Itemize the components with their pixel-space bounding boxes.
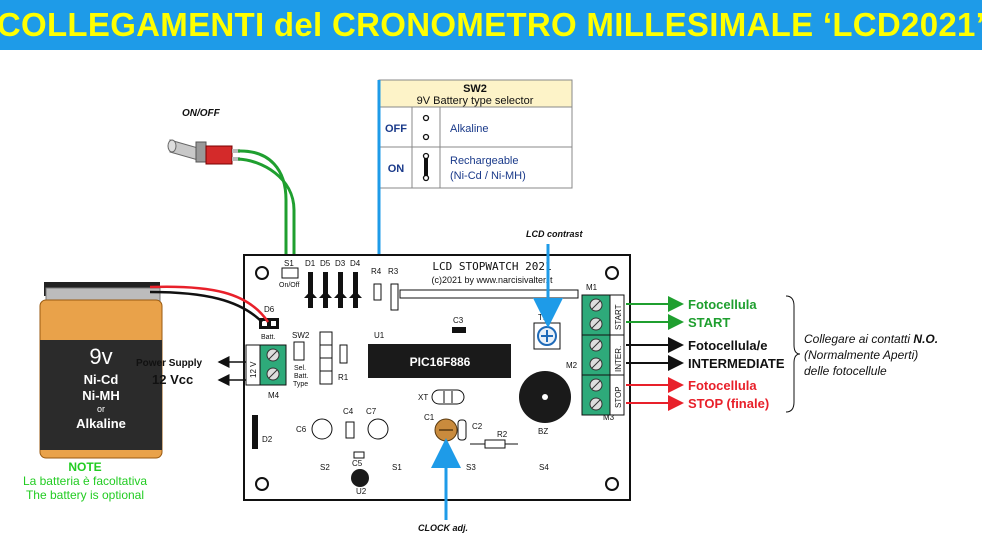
pcb-board: LCD STOPWATCH 2021 (c)2021 by www.narcis… <box>243 254 631 501</box>
note-title: NOTE <box>68 460 102 474</box>
svg-text:S2: S2 <box>320 463 330 472</box>
output-inter-line1: Fotocellula/e <box>688 338 767 353</box>
svg-text:M4: M4 <box>268 391 280 400</box>
svg-text:M3: M3 <box>603 413 615 422</box>
svg-text:Batt.: Batt. <box>294 373 308 380</box>
sw2-on-state: ON <box>388 163 405 175</box>
title-banner: COLLEGAMENTI del CRONOMETRO MILLESIMALE … <box>0 0 982 50</box>
svg-text:Batt.: Batt. <box>261 334 275 341</box>
svg-text:C5: C5 <box>352 459 363 468</box>
terminal-m4: 12 V <box>245 344 287 386</box>
battery-voltage: 9v <box>89 344 112 369</box>
sw2-info-box: SW2 9V Battery type selector OFF Alkalin… <box>378 79 573 189</box>
switch-wire-1 <box>237 149 288 268</box>
battery-wire-red <box>149 285 270 323</box>
svg-text:S4: S4 <box>539 463 549 472</box>
svg-text:S1: S1 <box>284 259 294 268</box>
sw2-off-state: OFF <box>385 123 407 135</box>
svg-text:M2: M2 <box>566 361 578 370</box>
battery-type-1: Ni-Cd <box>84 372 119 387</box>
power-supply-value: 12 Vcc <box>152 372 193 387</box>
mcu-chip: PIC16F886 <box>368 344 511 378</box>
svg-text:R1: R1 <box>338 373 349 382</box>
terminal-m1: START <box>581 294 625 336</box>
svg-text:R2: R2 <box>497 430 508 439</box>
output-start-line2: START <box>688 315 730 330</box>
svg-text:On/Off: On/Off <box>279 282 300 289</box>
svg-text:12 V: 12 V <box>249 361 258 378</box>
svg-text:U1: U1 <box>374 331 385 340</box>
svg-text:STOP: STOP <box>614 386 623 408</box>
lcd-contrast-label: LCD contrast <box>526 229 584 239</box>
svg-text:C3: C3 <box>453 316 464 325</box>
output-stop-line1: Fotocellula <box>688 378 757 393</box>
note-line-it: La batteria è facoltativa <box>22 474 148 488</box>
terminal-m3: STOP <box>581 374 625 416</box>
svg-text:R3: R3 <box>388 267 399 276</box>
sw2-subtitle: 9V Battery type selector <box>417 95 534 107</box>
contacts-note-line1: Collegare ai contatti N.O. <box>804 332 938 346</box>
battery-9v-icon: 9v Ni-Cd Ni-MH or Alkaline <box>39 282 163 459</box>
switch-closed-icon <box>422 152 430 182</box>
terminal-m2: INTER. <box>581 334 625 376</box>
svg-text:D3: D3 <box>335 259 346 268</box>
outputs-brace <box>785 295 801 413</box>
svg-text:INTER.: INTER. <box>614 346 623 372</box>
svg-text:S3: S3 <box>466 463 476 472</box>
sw2-on-desc2: (Ni-Cd / Ni-MH) <box>450 170 526 182</box>
svg-text:D2: D2 <box>262 435 273 444</box>
battery-note: NOTE La batteria è facoltativa The batte… <box>0 460 170 502</box>
switch-open-icon <box>422 114 430 141</box>
mcu-label: PIC16F886 <box>410 355 471 369</box>
svg-text:T1: T1 <box>538 313 548 322</box>
svg-text:D4: D4 <box>350 259 361 268</box>
clock-adj-label: CLOCK adj. <box>418 523 468 533</box>
svg-text:C6: C6 <box>296 425 307 434</box>
onoff-switch-label: ON/OFF <box>182 108 221 119</box>
svg-text:BZ: BZ <box>538 427 548 436</box>
contacts-note-line2: (Normalmente Aperti) <box>804 348 918 362</box>
diode-array <box>304 272 362 308</box>
contacts-note-line3: delle fotocellule <box>804 364 887 378</box>
power-supply-label: Power Supply <box>136 358 203 369</box>
svg-text:U2: U2 <box>356 487 367 496</box>
output-inter-line2: INTERMEDIATE <box>688 356 785 371</box>
svg-text:R4: R4 <box>371 267 382 276</box>
note-line-en: The battery is optional <box>25 488 145 502</box>
sw2-on-desc: Rechargeable <box>450 155 519 167</box>
svg-text:S1: S1 <box>392 463 402 472</box>
pcb-title: LCD STOPWATCH 2021 <box>432 260 551 273</box>
battery-type-or: or <box>97 404 105 414</box>
svg-text:D5: D5 <box>320 259 331 268</box>
svg-text:SW2: SW2 <box>292 331 310 340</box>
output-stop-line2: STOP (finale) <box>688 396 769 411</box>
svg-text:D6: D6 <box>264 305 275 314</box>
svg-text:Sel.: Sel. <box>294 365 306 372</box>
svg-text:C2: C2 <box>472 422 483 431</box>
svg-text:C4: C4 <box>343 407 354 416</box>
toggle-switch-icon <box>167 139 240 165</box>
sw2-off-desc: Alkaline <box>450 123 489 135</box>
svg-text:M1: M1 <box>586 283 598 292</box>
page-title: COLLEGAMENTI del CRONOMETRO MILLESIMALE … <box>0 6 982 43</box>
svg-text:START: START <box>614 304 623 330</box>
sw2-title: SW2 <box>463 83 487 95</box>
svg-text:Type: Type <box>293 381 308 388</box>
svg-text:XT: XT <box>418 393 428 402</box>
battery-type-3: Alkaline <box>76 416 126 431</box>
output-start-line1: Fotocellula <box>688 297 757 312</box>
svg-text:C1: C1 <box>424 413 435 422</box>
switch-wire-2 <box>237 157 296 268</box>
svg-text:C7: C7 <box>366 407 377 416</box>
battery-wire-black <box>149 290 263 323</box>
svg-text:D1: D1 <box>305 259 316 268</box>
pcb-subtitle: (c)2021 by www.narcisivalter.it <box>431 275 553 285</box>
battery-type-2: Ni-MH <box>82 388 120 403</box>
